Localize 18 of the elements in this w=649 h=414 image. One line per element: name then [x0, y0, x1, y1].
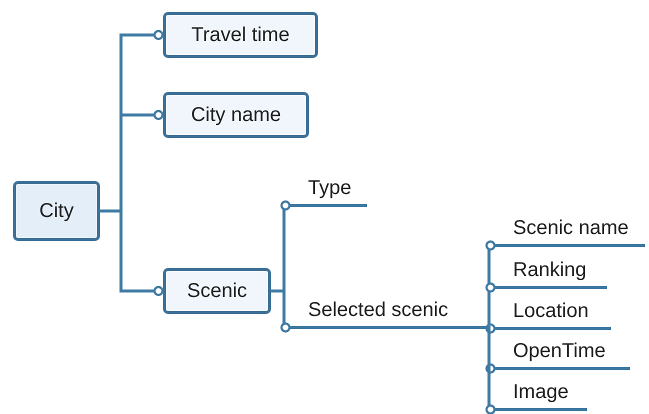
- topic-label: Selected scenic: [308, 298, 448, 322]
- topic-box: [163, 12, 318, 58]
- topic-box: [163, 92, 309, 138]
- topic-label: OpenTime: [513, 339, 606, 363]
- topic-label: City name: [190, 105, 282, 125]
- connector-line: [485, 323, 496, 334]
- connector-line: [271, 290, 291, 333]
- topic-label: City: [39, 201, 74, 221]
- topic-label: Scenic: [186, 281, 248, 301]
- connector-line: [100, 210, 164, 296]
- topic-label: Image: [513, 380, 569, 404]
- topic-label: Ranking: [513, 258, 586, 282]
- topic-label: Scenic name: [513, 216, 629, 240]
- root-topic-box: [13, 181, 100, 241]
- topic-label: Type: [308, 176, 352, 200]
- topic-label: Travel time: [191, 25, 290, 45]
- topic-label: Location: [513, 299, 589, 323]
- topic-box: [163, 268, 271, 314]
